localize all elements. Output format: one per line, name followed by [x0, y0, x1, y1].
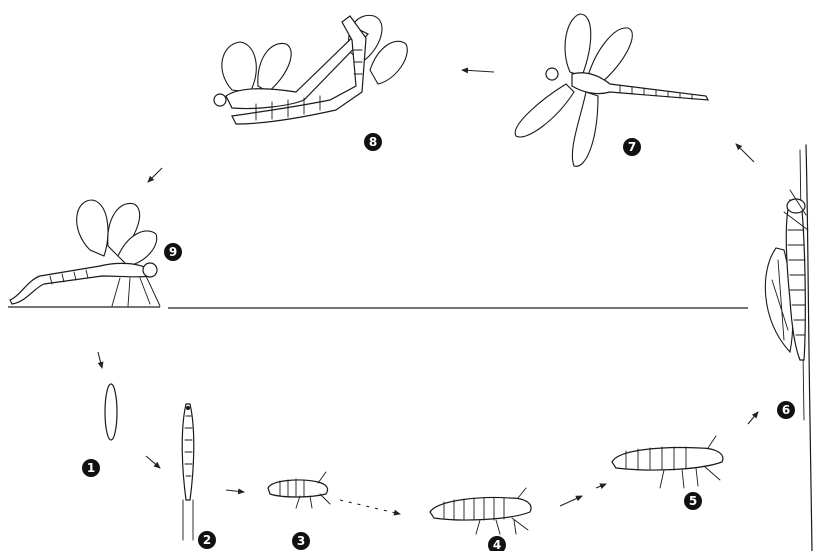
- stage-badge-2: 2: [198, 531, 216, 549]
- stage-badge-8: 8: [364, 133, 382, 151]
- svg-text:6: 6: [782, 403, 790, 417]
- svg-text:1: 1: [87, 461, 95, 475]
- stage-badge-3: 3: [292, 532, 310, 550]
- svg-text:4: 4: [493, 538, 501, 551]
- stage-badge-9: 9: [164, 243, 182, 261]
- svg-text:8: 8: [369, 135, 377, 149]
- svg-text:5: 5: [689, 494, 697, 508]
- svg-text:9: 9: [169, 245, 177, 259]
- mature-nymph-illustration: [612, 436, 723, 488]
- stage-badge-6: 6: [777, 401, 795, 419]
- stage-badge-4: 4: [488, 536, 506, 551]
- cycle-arrows: [98, 70, 758, 514]
- svg-text:3: 3: [297, 534, 305, 548]
- egg-illustration: [105, 384, 117, 440]
- svg-text:7: 7: [628, 140, 636, 154]
- stage-badge-7: 7: [623, 138, 641, 156]
- nymph-illustration: [430, 488, 531, 534]
- stage-badge-1: 1: [82, 459, 100, 477]
- mating-pair-illustration: [214, 15, 407, 124]
- svg-text:2: 2: [203, 533, 211, 547]
- egg-laying-adult-illustration: [10, 200, 160, 306]
- stage-badge-5: 5: [684, 492, 702, 510]
- prolarva-illustration: [182, 404, 194, 540]
- emerging-adult-illustration: [765, 190, 808, 360]
- young-nymph-illustration: [268, 472, 330, 508]
- adult-dragonfly-illustration: [515, 14, 708, 166]
